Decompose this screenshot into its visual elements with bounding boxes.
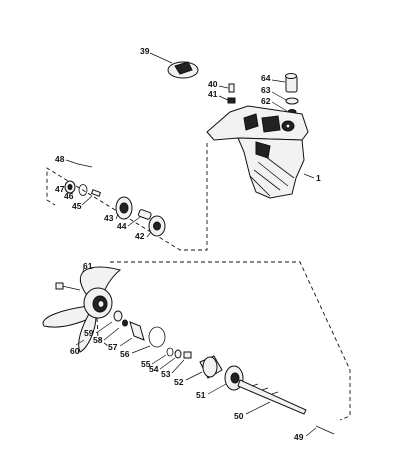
part-45-47-parts xyxy=(64,180,102,206)
callout-54: 54 xyxy=(149,364,159,374)
part-53-55-rings xyxy=(151,347,192,374)
callout-50: 50 xyxy=(234,411,244,421)
callout-60: 60 xyxy=(70,346,80,356)
callout-57: 57 xyxy=(108,342,118,352)
callout-64: 64 xyxy=(261,73,271,83)
part-49-pin xyxy=(305,425,335,437)
callout-56: 56 xyxy=(120,349,130,359)
callout-47: 47 xyxy=(55,184,65,194)
callout-55: 55 xyxy=(141,359,151,369)
part-51-bearing-gear xyxy=(207,365,244,395)
part-58-59-nut-washer xyxy=(95,310,128,341)
part-62-64-stack xyxy=(271,73,299,115)
part-39-cover xyxy=(149,52,199,79)
callout-53: 53 xyxy=(161,369,171,379)
part-48-pin xyxy=(65,159,93,168)
part-42-gear xyxy=(146,215,166,238)
part-50-propeller-shaft xyxy=(237,379,307,415)
part-52-gear xyxy=(185,355,223,381)
callout-62: 62 xyxy=(261,96,271,106)
part-44-bushing xyxy=(127,209,152,227)
part-61-bolt xyxy=(55,267,85,291)
assembly-bracket-upper xyxy=(46,143,208,251)
callout-51: 51 xyxy=(196,390,206,400)
part-1-gearcase-housing xyxy=(206,105,315,199)
callout-43: 43 xyxy=(104,213,114,223)
part-56-57-plate-ring xyxy=(119,321,166,354)
callout-52: 52 xyxy=(174,377,184,387)
assembly-guide-lower xyxy=(96,317,109,347)
callout-1: 1 xyxy=(316,173,321,183)
callout-45: 45 xyxy=(72,201,82,211)
part-40-41-screws xyxy=(218,83,236,104)
callout-49: 49 xyxy=(294,432,304,442)
callout-63: 63 xyxy=(261,85,271,95)
callout-39: 39 xyxy=(140,46,150,56)
callout-44: 44 xyxy=(117,221,127,231)
callout-59: 59 xyxy=(84,328,94,338)
callout-41: 41 xyxy=(208,89,218,99)
callout-46: 46 xyxy=(64,191,74,201)
callout-61: 61 xyxy=(83,261,93,271)
callout-48: 48 xyxy=(55,154,65,164)
part-60-propeller xyxy=(42,266,122,353)
callout-40: 40 xyxy=(208,79,218,89)
callout-labels: 39 40 41 64 63 62 1 48 47 46 45 43 44 42… xyxy=(55,46,321,442)
part-43-pinion-gear xyxy=(115,196,133,220)
assembly-bracket-lower xyxy=(110,261,351,421)
callout-58: 58 xyxy=(93,335,103,345)
callout-42: 42 xyxy=(135,231,145,241)
